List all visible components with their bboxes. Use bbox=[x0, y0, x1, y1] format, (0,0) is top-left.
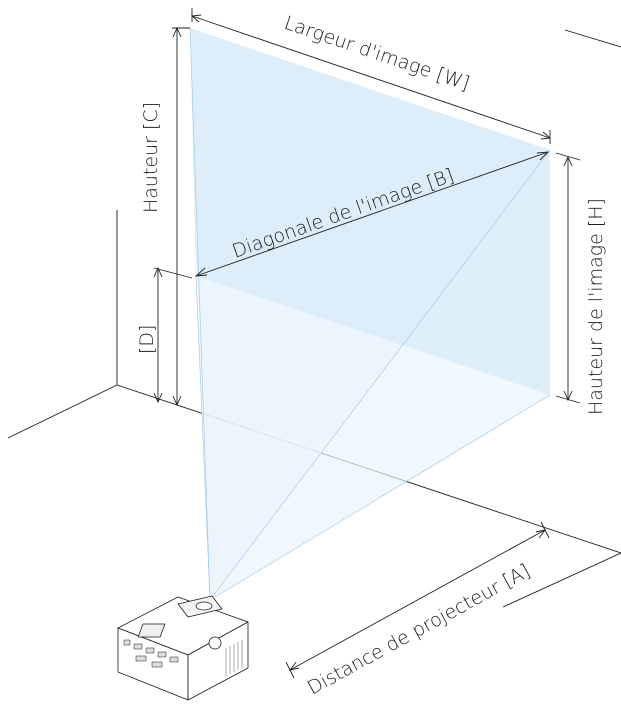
wall-floor-right bbox=[502, 552, 621, 608]
ray-bottom-left bbox=[195, 275, 211, 601]
projector-io-ports bbox=[123, 639, 179, 668]
width-dimension-line bbox=[191, 15, 551, 139]
image-height-arrow-top bbox=[563, 155, 573, 167]
ray-top-right bbox=[209, 149, 551, 601]
offset-d-label: [D] bbox=[136, 325, 158, 354]
distance-arrow-right bbox=[535, 529, 547, 539]
wall-base-left bbox=[7, 384, 118, 439]
height-c-arrow-top bbox=[172, 26, 182, 38]
offset-d-tick-top bbox=[153, 267, 193, 279]
dell-logo-icon bbox=[208, 636, 222, 650]
diagonal-arrow-left bbox=[194, 267, 208, 277]
beam-lower bbox=[196, 276, 550, 600]
projector-side-face bbox=[187, 621, 249, 701]
diagonal-dimension-line bbox=[195, 151, 549, 277]
distance-arrow-left bbox=[288, 661, 300, 671]
height-c-arrow-bottom bbox=[172, 395, 182, 407]
image-height-arrow-bottom bbox=[563, 390, 573, 402]
projector-keypad bbox=[137, 623, 166, 638]
projector-lens bbox=[195, 601, 213, 611]
distance-dimension-line bbox=[289, 529, 546, 671]
height-c-label: Hauteur [C] bbox=[140, 102, 162, 213]
wall-top-right-edge bbox=[564, 29, 621, 48]
projection-beam bbox=[189, 27, 551, 601]
ray-top-left bbox=[189, 27, 211, 601]
width-arrow-right bbox=[540, 131, 552, 140]
projector-side-vents bbox=[225, 640, 243, 676]
diagonal-arrow-right bbox=[536, 151, 550, 161]
projector-device-icon bbox=[117, 595, 249, 701]
image-height-label: Hauteur de l'image [H] bbox=[585, 198, 607, 415]
offset-d-arrow-bottom bbox=[153, 392, 163, 404]
offset-d-arrow-top bbox=[153, 266, 163, 278]
dimension-lines bbox=[153, 8, 581, 679]
projected-image bbox=[190, 28, 550, 395]
distance-label: Distance de projecteur [A] bbox=[304, 560, 534, 699]
width-arrow-left bbox=[190, 14, 202, 23]
ray-bottom-right bbox=[209, 394, 551, 601]
